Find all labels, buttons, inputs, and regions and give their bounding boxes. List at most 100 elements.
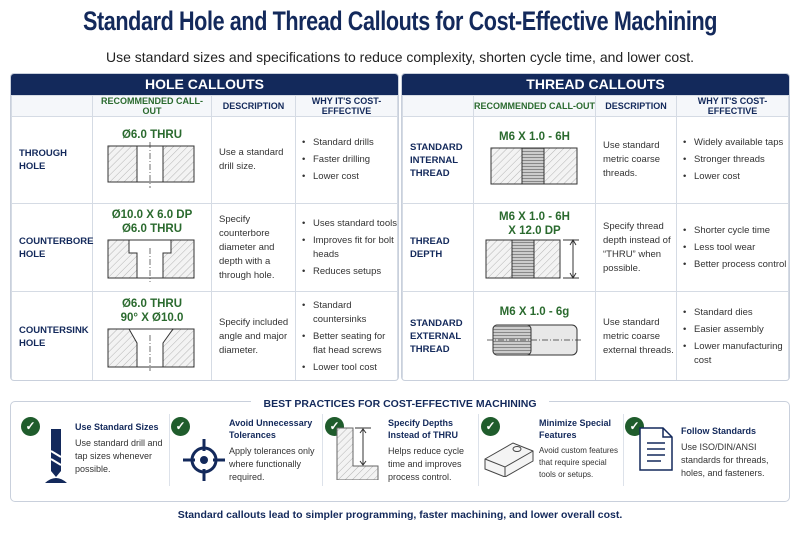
- table-row: THREAD DEPTH M6 X 1.0 - 6H X 12.0 DP Spec…: [402, 203, 789, 292]
- internal-thread-drawing-icon: [490, 147, 577, 184]
- row-description: Use standard metric coarse external thre…: [595, 291, 677, 380]
- why-item: Reduces setups: [302, 265, 397, 279]
- why-list: Standard countersinksBetter seating for …: [296, 299, 397, 375]
- table-row: COUNTERSINK HOLE Ø6.0 THRU 90° X Ø10.0 Sp…: [11, 291, 398, 380]
- why-item: Standard countersinks: [302, 299, 397, 327]
- table-row: STANDARD INTERNAL THREAD M6 X 1.0 - 6H U…: [402, 116, 789, 204]
- why-item: Stronger threads: [683, 153, 788, 167]
- row-label: THREAD DEPTH: [402, 203, 474, 292]
- why-item: Easier assembly: [683, 323, 788, 337]
- row-label: COUNTERBORE HOLE: [11, 203, 93, 292]
- check-icon: ✓: [21, 417, 40, 436]
- why-item: Lower cost: [302, 170, 397, 184]
- callout-text: Ø6.0 THRU: [121, 128, 183, 141]
- best-practices-box: BEST PRACTICES FOR COST-EFFECTIVE MACHIN…: [10, 398, 790, 502]
- why-item: Less tool wear: [683, 241, 788, 255]
- row-description: Specify included angle and major diamete…: [211, 291, 296, 380]
- practice-item: ✓ Specify Depths Instead of THRU Helps r…: [325, 417, 475, 497]
- practice-item: ✓ Use Standard Sizes Use standard drill …: [21, 417, 166, 497]
- document-icon: [639, 427, 673, 471]
- why-list: Shorter cycle timeLess tool wearBetter p…: [677, 224, 788, 272]
- practice-title: Avoid Unnecessary Tolerances: [229, 418, 313, 440]
- practice-text: Avoid custom features that require speci…: [539, 446, 619, 479]
- depth-section-icon: [336, 427, 379, 480]
- external-thread-drawing-icon: [486, 324, 583, 356]
- why-item: Widely available taps: [683, 136, 788, 150]
- why-item: Standard dies: [683, 306, 788, 320]
- practice-item: ✓ Follow Standards Use ISO/DIN/ANSI stan…: [625, 417, 785, 497]
- callout-text: M6 X 1.0 - 6H: [499, 211, 570, 223]
- footer-note: Standard callouts lead to simpler progra…: [177, 509, 623, 521]
- why-item: Lower manufacturing cost: [683, 340, 788, 368]
- col-why: WHY IT'S COST-EFFECTIVE: [295, 95, 398, 117]
- practice-text: Apply tolerances only where functionally…: [229, 446, 315, 482]
- col-description: DESCRIPTION: [595, 95, 677, 117]
- callout-text: Ø6.0 THRU: [121, 223, 183, 235]
- callout-text: X 12.0 DP: [508, 225, 561, 237]
- divider: [169, 414, 170, 486]
- why-item: Lower cost: [683, 170, 788, 184]
- counterbore-drawing-icon: [107, 239, 195, 282]
- why-item: Better seating for flat head screws: [302, 330, 397, 358]
- why-item: Better process control: [683, 258, 788, 272]
- page-title: Standard Hole and Thread Callouts for Co…: [82, 6, 718, 36]
- row-label: COUNTERSINK HOLE: [11, 291, 93, 380]
- callout-text: M6 X 1.0 - 6g: [499, 306, 570, 318]
- practice-title: Specify Depths Instead of THRU: [388, 418, 459, 440]
- crosshair-icon: [183, 439, 225, 481]
- table-row: THROUGH HOLE Ø6.0 THRU Use a standard dr…: [11, 116, 398, 204]
- why-list: Widely available tapsStronger threadsLow…: [677, 136, 788, 184]
- thread-callouts-header: THREAD CALLOUTS: [402, 74, 789, 95]
- practice-text: Use ISO/DIN/ANSI standards for threads, …: [681, 442, 769, 478]
- hole-callouts-header: HOLE CALLOUTS: [11, 74, 398, 95]
- divider: [623, 414, 624, 486]
- callout-text: Ø6.0 THRU: [121, 298, 183, 310]
- row-description: Specify counterbore diameter and depth w…: [211, 203, 296, 292]
- why-item: Standard drills: [302, 136, 397, 150]
- best-practices-title: BEST PRACTICES FOR COST-EFFECTIVE MACHIN…: [251, 398, 549, 410]
- row-description: Use standard metric coarse threads.: [595, 116, 677, 204]
- row-label: THROUGH HOLE: [11, 116, 93, 204]
- why-item: Lower tool cost: [302, 361, 397, 375]
- block-part-icon: [484, 442, 534, 477]
- practice-item: ✓ Minimize Special Features Avoid custom…: [481, 417, 621, 497]
- why-item: Uses standard tools: [302, 217, 397, 231]
- table-row: COUNTERBORE HOLE Ø10.0 X 6.0 DP Ø6.0 THRU…: [11, 203, 398, 292]
- countersink-drawing-icon: [107, 328, 195, 371]
- row-description: Specify thread depth instead of “THRU” w…: [595, 203, 677, 292]
- col-callout: RECOMMENDED CALL-OUT: [473, 95, 596, 117]
- practice-text: Helps reduce cycle time and improves pro…: [388, 446, 465, 482]
- practice-item: ✓ Avoid Unnecessary Tolerances Apply tol…: [171, 417, 319, 497]
- why-item: Shorter cycle time: [683, 224, 788, 238]
- practice-title: Use Standard Sizes: [75, 422, 159, 432]
- drill-bit-icon: [45, 429, 67, 483]
- divider: [478, 414, 479, 486]
- callout-text: M6 X 1.0 - 6H: [499, 130, 570, 143]
- why-list: Standard drillsFaster drillingLower cost: [296, 136, 397, 184]
- check-icon: ✓: [171, 417, 190, 436]
- why-list: Standard diesEasier assemblyLower manufa…: [677, 306, 788, 368]
- col-description: DESCRIPTION: [211, 95, 296, 117]
- callout-text: 90° X Ø10.0: [120, 312, 184, 324]
- row-description: Use a standard drill size.: [211, 116, 296, 204]
- page-subtitle: Use standard sizes and specifications to…: [105, 49, 694, 65]
- thread-depth-drawing-icon: [485, 239, 579, 279]
- why-item: Faster drilling: [302, 153, 397, 167]
- why-item: Improves fit for bolt heads: [302, 234, 397, 262]
- practice-text: Use standard drill and tap sizes wheneve…: [75, 438, 163, 474]
- through-hole-drawing-icon: [107, 141, 195, 188]
- practice-title: Minimize Special Features: [539, 418, 612, 440]
- col-why: WHY IT'S COST-EFFECTIVE: [676, 95, 789, 117]
- why-list: Uses standard toolsImproves fit for bolt…: [296, 217, 397, 279]
- col-callout: RECOMMENDED CALL-OUT: [92, 95, 212, 117]
- callout-text: Ø10.0 X 6.0 DP: [111, 209, 193, 221]
- divider: [322, 414, 323, 486]
- row-label: STANDARD INTERNAL THREAD: [402, 116, 474, 204]
- check-icon: ✓: [481, 417, 500, 436]
- practice-title: Follow Standards: [681, 426, 757, 436]
- row-label: STANDARD EXTERNAL THREAD: [402, 291, 474, 380]
